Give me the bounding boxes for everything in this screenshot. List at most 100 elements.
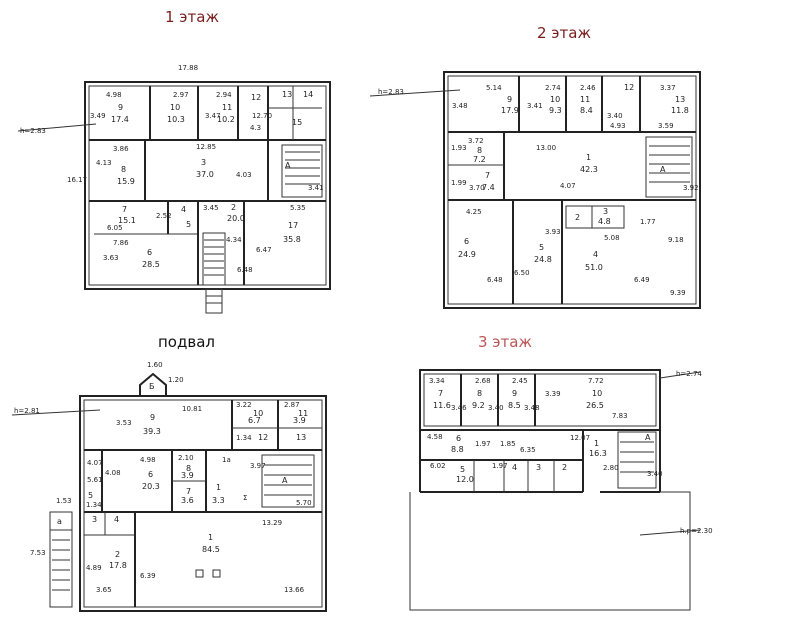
room-area: 12.0 [456, 475, 474, 484]
dim-label: 3.48 [524, 404, 540, 412]
dim-label: 4.13 [96, 159, 112, 167]
room-number: 8 [121, 165, 126, 174]
room-area: 8.4 [580, 106, 593, 115]
room-area: 4.8 [598, 217, 611, 226]
room-number: 4 [593, 250, 598, 259]
dim-label: 3.40 [607, 112, 623, 120]
dim-label: 4.25 [466, 208, 482, 216]
room-number: 5 [186, 220, 191, 229]
dim-label: 3.41 [308, 184, 324, 192]
room-number: 11 [298, 409, 308, 418]
floor-2-height: h=2.83 [378, 88, 404, 96]
dim-label: 1.53 [56, 497, 72, 505]
room-area: 10.3 [167, 115, 185, 124]
room-number: 8 [186, 464, 191, 473]
room-area: 3.9 [181, 471, 194, 480]
dim-label: 2.87 [284, 401, 300, 409]
basement-title: подвал [158, 333, 215, 351]
room-number: 8 [477, 389, 482, 398]
stair-mark: A [285, 161, 291, 170]
room-area: 26.5 [586, 401, 604, 410]
dim-label: 3.86 [113, 145, 129, 153]
dim-label: 13.00 [536, 144, 556, 152]
dim-label: 7.53 [30, 549, 46, 557]
room-number: 3 [603, 207, 608, 216]
dim-label: 1.34 [236, 434, 252, 442]
dim-label: 17.88 [178, 64, 198, 72]
dim-label: 1а [222, 456, 231, 464]
room-number: 3 [92, 515, 97, 524]
room-area: 17.9 [501, 106, 519, 115]
dim-label: 1.97 [492, 462, 508, 470]
dim-label: 4.34 [226, 236, 242, 244]
room-area: 8.8 [451, 445, 464, 454]
room-number: 5 [539, 243, 544, 252]
room-number: 3 [536, 463, 541, 472]
room-area: 17.8 [109, 561, 127, 570]
room-area: 20.0 [227, 214, 245, 223]
room-number: 1 [586, 153, 591, 162]
dim-label: 5.14 [486, 84, 502, 92]
dim-label: 13.66 [284, 586, 305, 594]
dim-label: 3.97 [250, 462, 266, 470]
dim-label: 1.97 [475, 440, 491, 448]
room-number: 13 [675, 95, 685, 104]
dim-label: 5.70 [296, 499, 312, 507]
dim-label: 3.46 [451, 404, 467, 412]
room-area: 20.3 [142, 482, 160, 491]
room-number: 7 [485, 171, 490, 180]
dim-label: Σ [243, 494, 247, 502]
room-area: 9.2 [472, 401, 485, 410]
basement-height: h=2.81 [14, 407, 40, 415]
dim-label: 3.72 [468, 137, 484, 145]
dim-label: 12.70 [252, 112, 272, 120]
room-number: 12 [624, 83, 634, 92]
entrance-mark: а [57, 517, 62, 526]
dim-label: 3.63 [103, 254, 119, 262]
room-number: 9 [507, 95, 512, 104]
dim-label: 3.47 [205, 112, 221, 120]
dim-label: 12.07 [570, 434, 590, 442]
floor-3-stairs [620, 441, 654, 473]
room-number: 1 [208, 533, 213, 542]
room-area: 3.3 [212, 496, 225, 505]
room-area: 42.3 [580, 165, 598, 174]
dim-label: 2.94 [216, 91, 232, 99]
dim-label: 5.61 [87, 476, 103, 484]
dim-label: 4.08 [105, 469, 121, 477]
room-number: 10 [550, 95, 560, 104]
room-area: 11.8 [671, 106, 689, 115]
dim-label: 3.39 [545, 390, 561, 398]
dim-label: 10.81 [182, 405, 202, 413]
floor-1-plan: h=2.83 17.88 4.98 2.97 2.94 3.49 3.86 12… [17, 64, 331, 314]
dim-label: 2.68 [475, 377, 491, 385]
room-number: 2 [575, 213, 580, 222]
floor-1-stairs [204, 151, 320, 276]
dim-label: 3.70 [469, 184, 485, 192]
dim-label: 3.93 [545, 228, 561, 236]
dim-label: 7.72 [588, 377, 604, 385]
room-number: 6 [148, 470, 153, 479]
room-number: 2 [231, 203, 236, 212]
dim-label: 1.34 [86, 501, 102, 509]
room-area: 84.5 [202, 545, 220, 554]
room-area: 6.7 [248, 416, 261, 425]
room-number: 12 [251, 93, 261, 102]
floor-1-height: h=2.83 [20, 127, 46, 135]
dim-label: 2.80 [603, 464, 619, 472]
room-number: 4 [114, 515, 119, 524]
dim-label: 5.35 [290, 204, 306, 212]
room-number: 14 [303, 90, 313, 99]
floor-3-plan: h=2.74 h.р=2.30 3.34 2.68 2.45 3.39 7.72… [409, 369, 713, 611]
room-area: 28.5 [142, 260, 160, 269]
dim-label: 6.50 [514, 269, 530, 277]
room-number: 15 [292, 118, 302, 127]
dim-label: 1.93 [451, 144, 467, 152]
room-number: 1 [594, 439, 599, 448]
room-area: 11.6 [433, 401, 451, 410]
room-number: 7 [122, 205, 127, 214]
room-number: 10 [253, 409, 263, 418]
room-number: 6 [456, 434, 461, 443]
